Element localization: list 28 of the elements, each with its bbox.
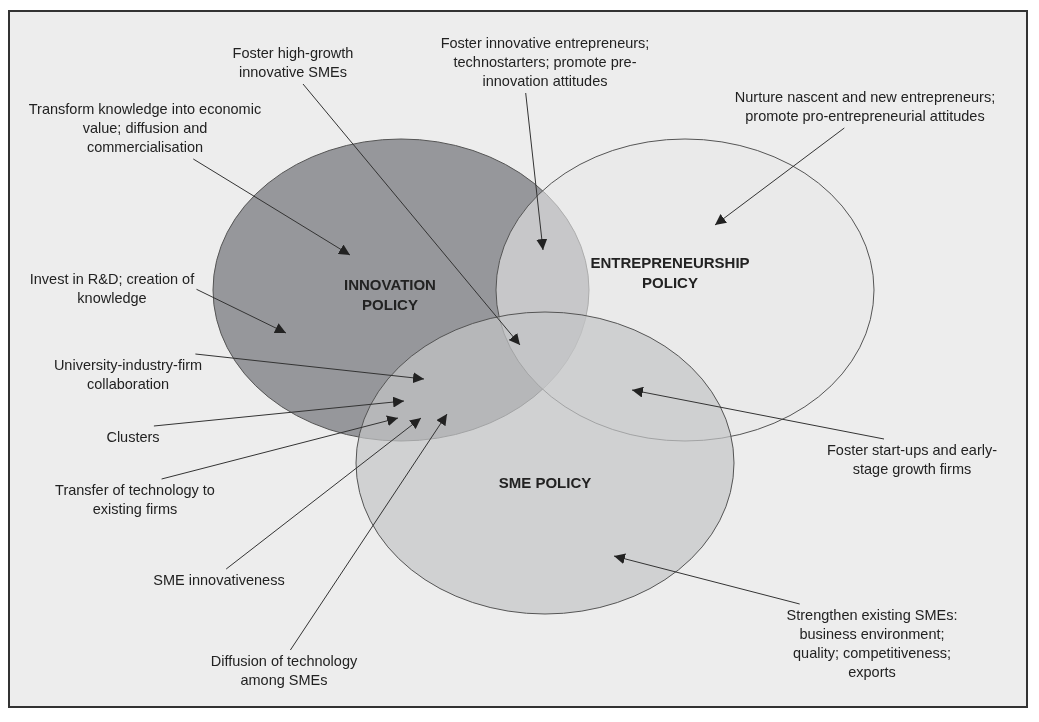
callout-text: Nurture nascent and new entrepreneurs; promote pro-entrepreneurial attitudes (720, 88, 1010, 126)
leader-arrow (153, 396, 405, 427)
leader-arrow (161, 415, 399, 480)
callout-text: Invest in R&D; creation of knowledge (29, 270, 195, 308)
callout-text: Foster start-ups and early-stage growth firms (809, 441, 1015, 479)
leader-arrow (225, 417, 422, 570)
leader-arrow (631, 386, 885, 440)
venn-ellipse (355, 311, 735, 615)
callout-text: Transform knowledge into economic value; diffusion and commercialisation (25, 100, 265, 157)
circle-title: INNOVATION POLICY (343, 275, 437, 315)
circle-title: ENTREPRENEURSHIP POLICY (589, 253, 751, 293)
leader-arrow (525, 92, 548, 251)
leader-arrow (613, 553, 801, 605)
callout-text: Foster innovative entrepreneurs; technostarters; promote pre-innovation attitudes (437, 34, 653, 91)
leader-arrow (194, 353, 425, 384)
leader-arrow (196, 288, 287, 334)
callout-text: SME innovativeness (134, 571, 304, 590)
callout-text: Strengthen existing SMEs: business environment; quality; competitiveness; exports (774, 606, 970, 682)
callout-text: Clusters (93, 428, 173, 447)
leader-arrow (289, 413, 448, 651)
callout-text: Foster high-growth innovative SMEs (213, 44, 373, 82)
callout-text: University-industry-firm collaboration (28, 356, 228, 394)
leader-arrow (192, 158, 351, 256)
leader-arrow (714, 127, 845, 226)
callout-text: Diffusion of technology among SMEs (196, 652, 372, 690)
circle-title: SME POLICY (497, 473, 593, 493)
callout-text: Transfer of technology to existing firms (52, 481, 218, 519)
leader-arrow (302, 83, 521, 346)
